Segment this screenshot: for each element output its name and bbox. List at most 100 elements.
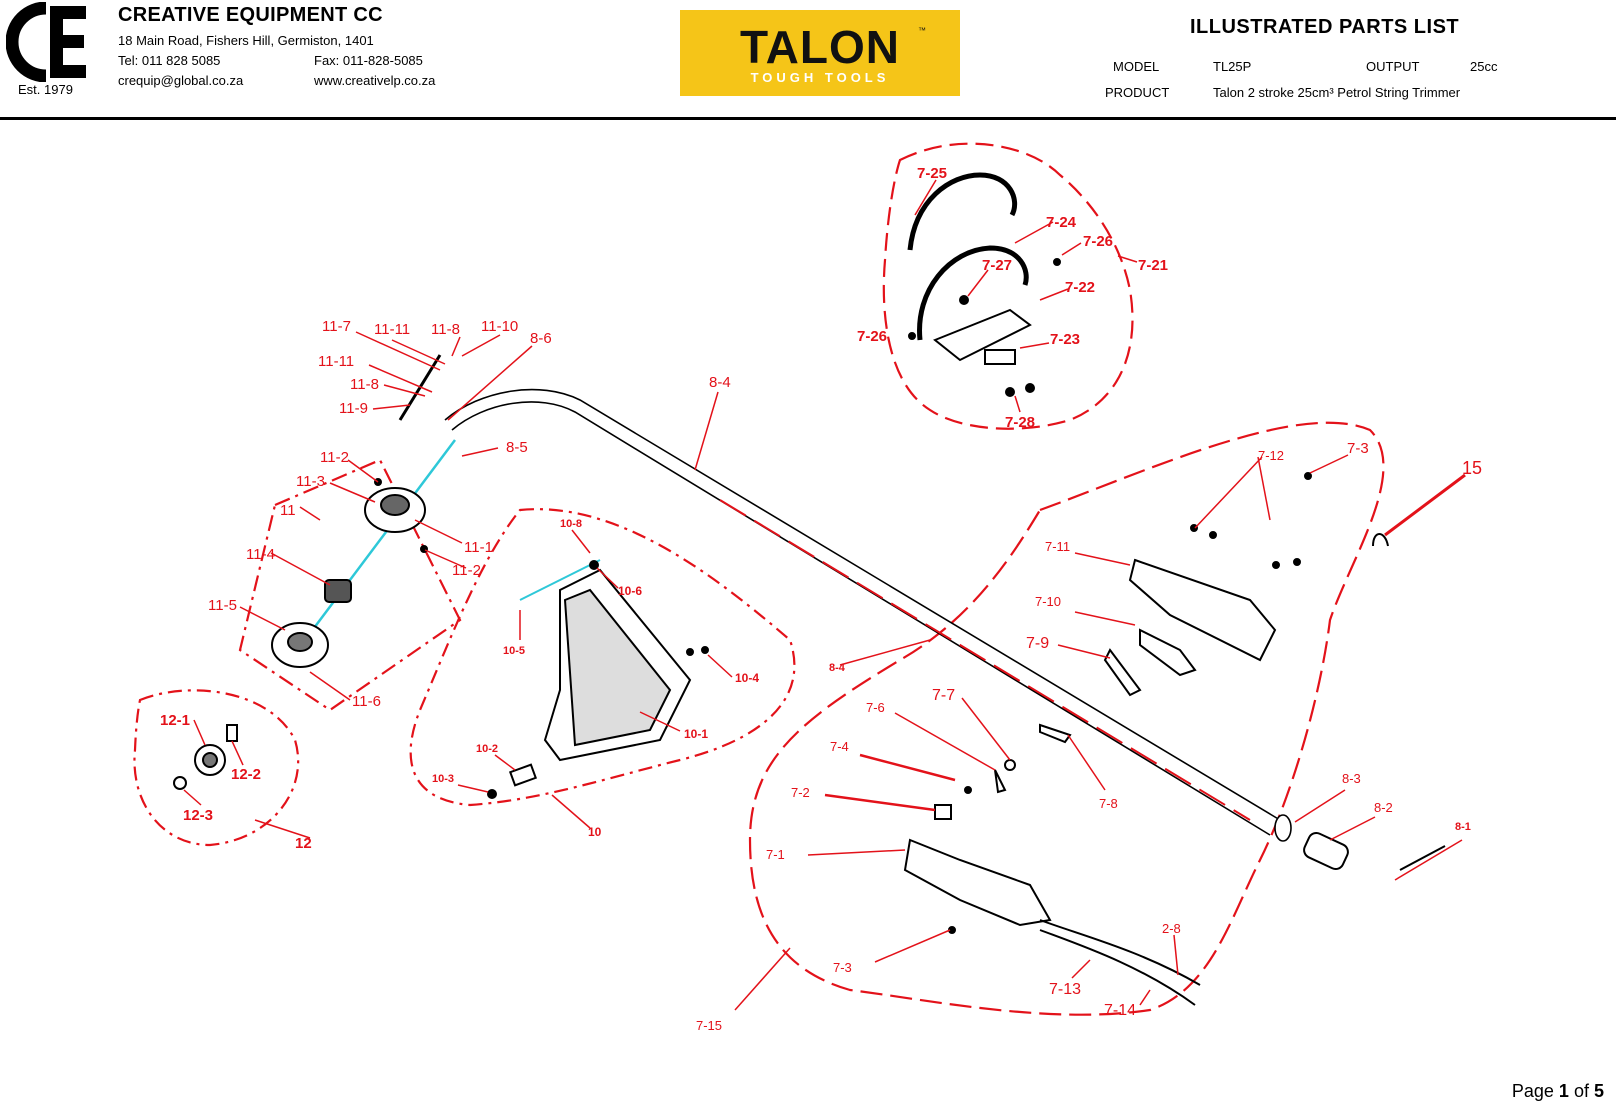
callout-7-2: 7-2 <box>791 785 810 800</box>
callout-12: 12 <box>295 835 312 852</box>
callout-7-26-left: 7-26 <box>857 328 887 345</box>
rear-handle-parts <box>903 472 1389 1006</box>
company-fax: Fax: 011-828-5085 <box>314 53 423 68</box>
guard-parts <box>487 560 709 799</box>
callout-10: 10 <box>588 825 602 839</box>
callout-7-26-top: 7-26 <box>1083 233 1113 250</box>
callout-11-8-top: 11-8 <box>431 321 460 338</box>
adapter-parts <box>173 724 238 790</box>
model-label: MODEL <box>1113 59 1160 74</box>
callout-7-15: 7-15 <box>696 1018 722 1033</box>
product-value: Talon 2 stroke 25cm³ Petrol String Trimm… <box>1213 85 1461 100</box>
shaft-end-parts <box>1303 831 1446 871</box>
callout-7-7: 7-7 <box>932 687 955 704</box>
shaft-axis-line <box>719 499 1251 821</box>
callout-10-6: 10-6 <box>618 584 642 598</box>
callout-11-4: 11-4 <box>246 546 275 563</box>
callout-7-13: 7-13 <box>1049 981 1081 998</box>
company-email: crequip@global.co.za <box>118 73 244 88</box>
callout-8-4-lower: 8-4 <box>829 662 846 674</box>
callout-7-28: 7-28 <box>1005 414 1035 431</box>
talon-logo: TALON ™ TOUGH TOOLS <box>680 10 960 96</box>
guard-axis-line <box>519 559 601 601</box>
callout-labels: 7-25 7-24 7-26 7-21 7-27 7-22 7-26 7-23 … <box>160 165 1482 1033</box>
callout-7-3-bottom: 7-3 <box>833 960 852 975</box>
callout-7-14: 7-14 <box>1104 1002 1136 1019</box>
head-axis-line <box>289 439 456 661</box>
callout-7-12: 7-12 <box>1258 448 1284 463</box>
group-outline-11 <box>238 458 462 712</box>
callout-12-2: 12-2 <box>231 766 261 783</box>
callout-7-10: 7-10 <box>1035 594 1061 609</box>
callout-11-6: 11-6 <box>352 693 381 710</box>
callout-10-3: 10-3 <box>432 773 454 785</box>
page-label: Page <box>1511 1081 1554 1101</box>
callout-7-9: 7-9 <box>1026 635 1049 652</box>
callout-2-8: 2-8 <box>1162 921 1181 936</box>
callout-8-6: 8-6 <box>530 330 552 347</box>
callout-8-1: 8-1 <box>1455 821 1471 833</box>
callout-11-3: 11-3 <box>296 473 325 490</box>
company-address: 18 Main Road, Fishers Hill, Germiston, 1… <box>118 33 374 48</box>
callout-7-3-top: 7-3 <box>1347 440 1369 457</box>
company-website: www.creativelp.co.za <box>314 73 436 88</box>
page-total: 5 <box>1593 1081 1604 1101</box>
callout-8-4: 8-4 <box>709 374 731 391</box>
brand-trademark: ™ <box>918 26 926 35</box>
company-tel: Tel: 011 828 5085 <box>118 53 221 68</box>
header-divider <box>0 117 1616 120</box>
callout-11-7: 11-7 <box>322 318 351 335</box>
callout-15: 15 <box>1462 458 1482 478</box>
callout-7-27: 7-27 <box>982 257 1012 274</box>
ce-logo <box>6 2 86 82</box>
callout-11-5: 11-5 <box>208 597 237 614</box>
callout-8-3: 8-3 <box>1342 771 1361 786</box>
group-outline-10 <box>409 508 796 807</box>
established-year: Est. 1979 <box>18 82 73 97</box>
document-title: ILLUSTRATED PARTS LIST <box>1190 16 1460 38</box>
callout-12-3: 12-3 <box>183 807 213 824</box>
callout-11-11-left: 11-11 <box>318 353 354 370</box>
callout-11-11-top: 11-11 <box>374 321 410 338</box>
callout-8-5: 8-5 <box>506 439 528 456</box>
model-value: TL25P <box>1213 59 1252 74</box>
callout-7-25: 7-25 <box>917 165 947 182</box>
callout-10-2: 10-2 <box>476 743 498 755</box>
callout-11-10: 11-10 <box>481 318 518 335</box>
page-number: Page 1 of 5 <box>1512 1081 1604 1102</box>
callout-11: 11 <box>280 502 296 519</box>
callout-11-2-right: 11-2 <box>452 562 481 579</box>
callout-10-5: 10-5 <box>503 645 525 657</box>
callout-12-1: 12-1 <box>160 712 190 729</box>
company-name: CREATIVE EQUIPMENT CC <box>118 4 383 26</box>
group-outline-12 <box>133 689 300 847</box>
handle-clamp-parts <box>908 258 1061 397</box>
document-header: Est. 1979 CREATIVE EQUIPMENT CC 18 Main … <box>0 0 1616 120</box>
output-value: 25cc <box>1470 59 1498 74</box>
brand-tagline: TOUGH TOOLS <box>750 70 890 85</box>
trimmer-head-parts <box>271 354 442 668</box>
callout-10-1: 10-1 <box>684 727 708 741</box>
callout-7-4: 7-4 <box>830 739 849 754</box>
callout-7-8: 7-8 <box>1099 796 1118 811</box>
page-of-label: of <box>1573 1081 1589 1101</box>
product-label: PRODUCT <box>1105 85 1170 100</box>
callout-7-21: 7-21 <box>1138 257 1168 274</box>
loop-handle-parts <box>907 172 1029 341</box>
callout-10-4: 10-4 <box>735 671 759 685</box>
exploded-parts-diagram: 7-25 7-24 7-26 7-21 7-27 7-22 7-26 7-23 … <box>133 142 1482 1033</box>
callout-7-11: 7-11 <box>1045 539 1070 554</box>
callout-10-8: 10-8 <box>560 518 582 530</box>
callout-7-23: 7-23 <box>1050 331 1080 348</box>
callout-7-1: 7-1 <box>766 847 785 862</box>
brand-name: TALON <box>739 21 900 73</box>
output-label: OUTPUT <box>1366 59 1420 74</box>
leader-lines <box>183 179 1466 1011</box>
group-outline-7-21 <box>882 142 1134 430</box>
page-current: 1 <box>1558 1081 1569 1101</box>
callout-11-9: 11-9 <box>339 400 368 417</box>
group-outline-7-15 <box>748 421 1385 1016</box>
callout-11-2-top: 11-2 <box>320 449 349 466</box>
callout-7-24: 7-24 <box>1046 214 1077 231</box>
callout-11-1: 11-1 <box>464 539 493 556</box>
